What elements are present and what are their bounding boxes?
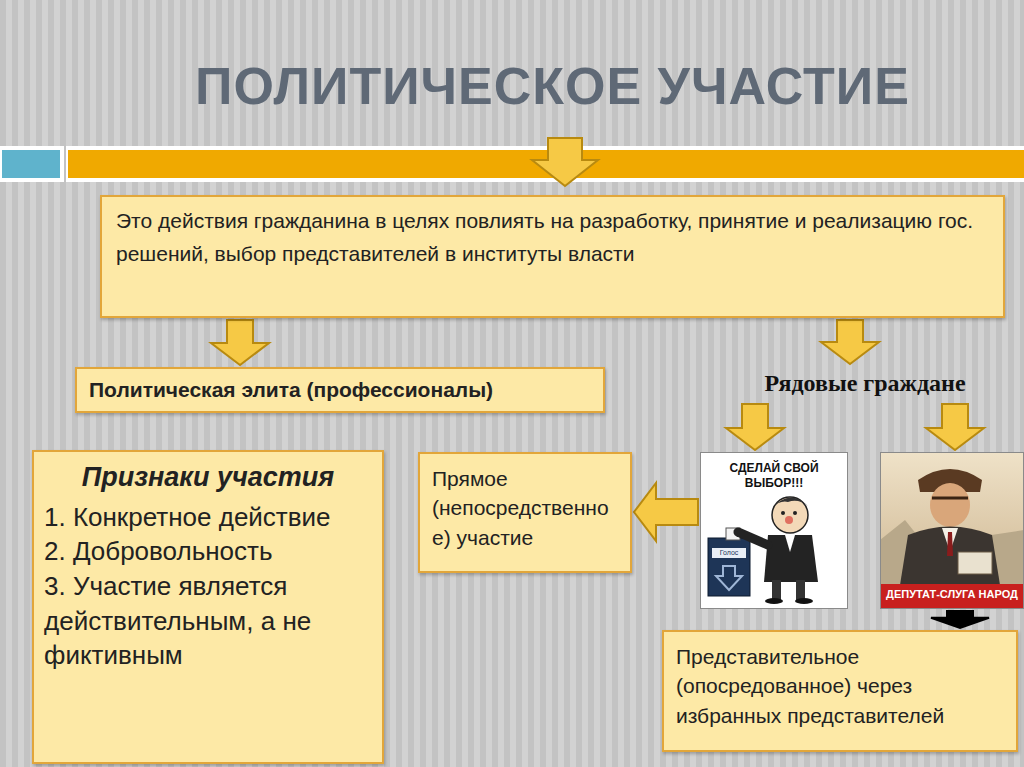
poster-picture: ДЕПУТАТ-СЛУГА НАРОД [880,452,1024,609]
block-arrow [821,320,879,364]
poster-illustration [880,452,1024,609]
node-text: 1. Конкретное действие [44,500,372,535]
down-arrow [532,138,598,186]
accent-square [2,150,60,178]
block-arrow [726,404,784,450]
node-text: Это действия гражданина в целях повлиять… [116,205,989,270]
node-text: СДЕЛАЙ СВОЙ ВЫБОР!!! [729,461,819,491]
block-arrow [931,611,989,628]
direct-box: Прямое (непосредственное) участие [418,452,632,573]
citizens-label: Рядовые граждане [730,366,1000,402]
diagram-title: ПОЛИТИЧЕСКОЕ УЧАСТИЕ [195,56,910,116]
elite-box: Политическая элита (профессионалы) [75,367,605,413]
node-text: 2. Добровольность [44,534,372,569]
block-arrow [926,404,984,450]
definition-box: Это действия гражданина в целях повлиять… [100,195,1005,318]
node-text: ДЕПУТАТ-СЛУГА НАРОД [881,584,1023,606]
node-text: Признаки участия [44,460,372,496]
voter-picture: СДЕЛАЙ СВОЙ ВЫБОР!!! [700,452,848,609]
representative-box: Представительное (опосредованное) через … [662,630,1018,752]
node-text: 3. Участие является действительным, а не… [44,569,372,673]
node-text: Рядовые граждане [734,368,996,398]
small-label: Голос [712,548,746,558]
block-arrow [634,483,698,541]
node-text: Политическая элита (профессионалы) [89,377,591,403]
bar-edge [0,146,64,182]
block-arrow [211,320,269,365]
node-text: Представительное (опосредованное) через … [676,642,1004,730]
node-text: Прямое (непосредственное) участие [432,464,618,552]
features-box: Признаки участия 1. Конкретное действие2.… [32,450,384,764]
voter-illustration [700,452,848,609]
